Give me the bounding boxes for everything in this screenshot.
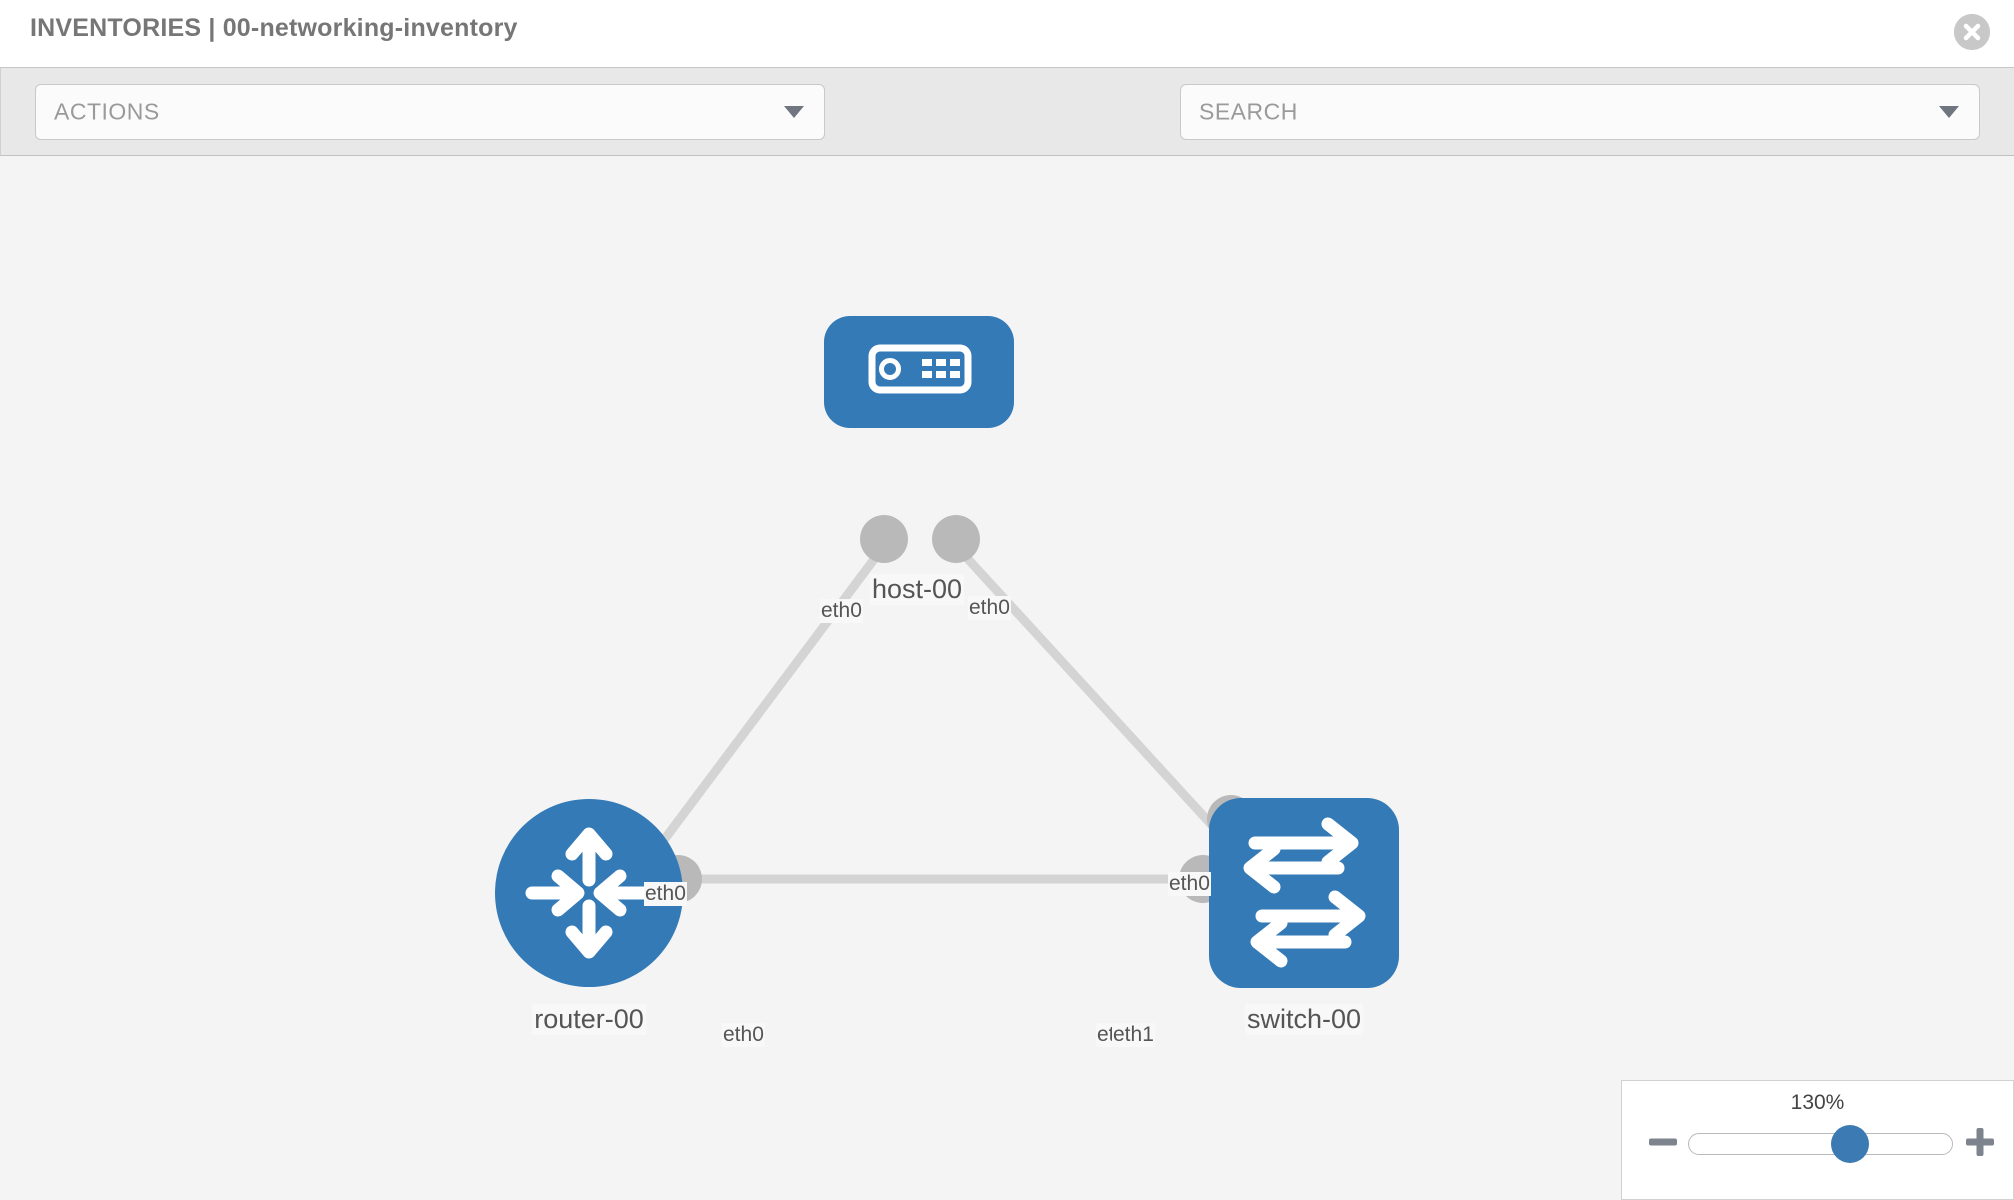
search-placeholder: SEARCH: [1199, 98, 1298, 125]
node-switch-00[interactable]: [1209, 798, 1399, 988]
iface-label-host-right: eth0: [968, 596, 1011, 620]
iface-label-router-east: eth0: [722, 1023, 765, 1047]
actions-dropdown[interactable]: ACTIONS: [35, 84, 825, 140]
close-icon[interactable]: [1954, 14, 1990, 50]
server-device-icon: [868, 344, 972, 394]
node-label-router: router-00: [532, 1004, 646, 1035]
zoom-control-panel: 130%: [1621, 1080, 2014, 1200]
zoom-slider-thumb[interactable]: [1831, 1125, 1869, 1163]
plus-icon[interactable]: [1963, 1125, 1997, 1159]
iface-label-host-left: eth0: [820, 599, 863, 623]
iface-label-switch-north: eth0: [1168, 872, 1211, 896]
search-input[interactable]: SEARCH: [1180, 84, 1980, 140]
switch-bidirectional-arrows-icon: [1243, 817, 1366, 968]
minus-icon[interactable]: [1646, 1125, 1680, 1159]
node-label-switch: switch-00: [1244, 1004, 1364, 1035]
link-host-router: [648, 543, 888, 859]
port-host-right: [932, 515, 980, 563]
topology-graph: [495, 316, 1399, 988]
zoom-level-label: 130%: [1790, 1091, 1845, 1114]
topology-canvas[interactable]: host-00 router-00 switch-00 eth0 eth0 et…: [0, 156, 2014, 1200]
port-host-left: [860, 515, 908, 563]
node-host-00[interactable]: [824, 316, 1014, 428]
chevron-down-icon: [1939, 106, 1959, 118]
router-four-arrows-icon: [525, 827, 653, 959]
zoom-slider-track[interactable]: [1688, 1133, 1953, 1155]
chevron-down-icon: [784, 106, 804, 118]
node-label-host: host-00: [869, 574, 965, 605]
iface-label-router-north: eth0: [644, 882, 687, 906]
link-host-switch: [952, 542, 1235, 850]
iface-label-switch-west-eth1: eth1: [1112, 1023, 1155, 1047]
node-router-00[interactable]: [495, 799, 683, 987]
actions-dropdown-label: ACTIONS: [54, 98, 160, 125]
toolbar: ACTIONS SEARCH: [0, 68, 2014, 191]
page-header: INVENTORIES | 00-networking-inventory: [0, 0, 2014, 68]
page-title: INVENTORIES | 00-networking-inventory: [30, 14, 518, 42]
